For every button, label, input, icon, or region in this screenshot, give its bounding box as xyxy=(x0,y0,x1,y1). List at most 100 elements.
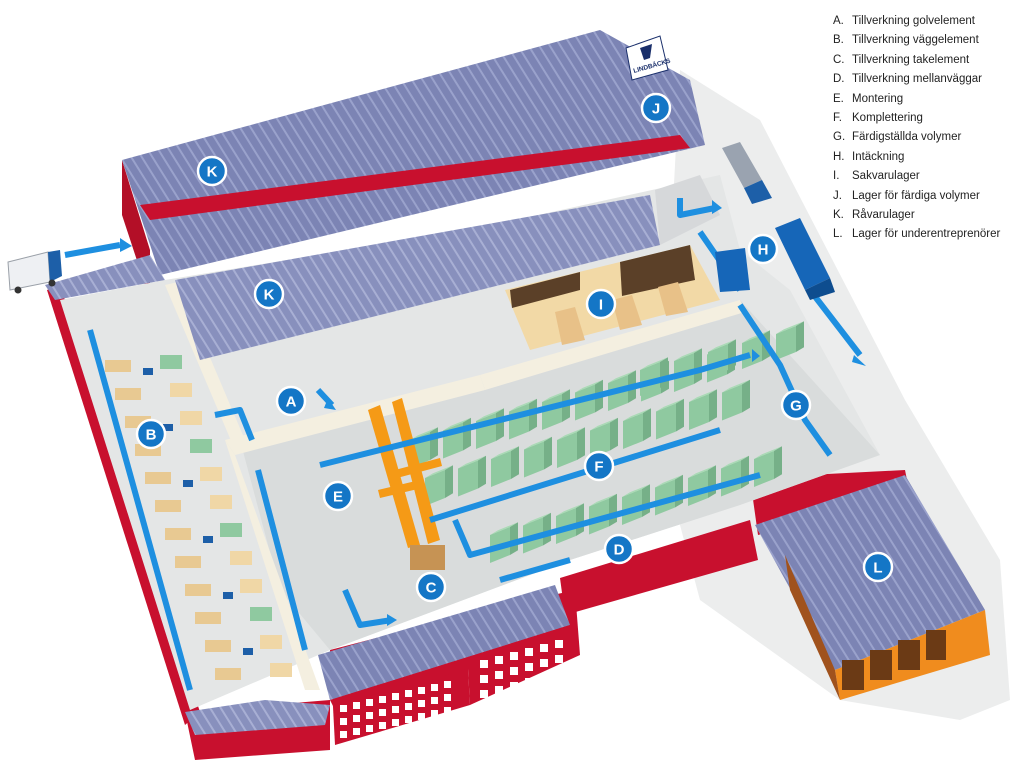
marker-circle xyxy=(585,288,617,320)
wall-element-table xyxy=(160,355,182,369)
volume-module xyxy=(689,389,717,430)
marker-label: L xyxy=(873,560,882,577)
window xyxy=(480,690,488,698)
marker-label: J xyxy=(652,101,660,118)
roof-k-upper xyxy=(122,30,705,275)
legend-key: J. xyxy=(833,189,842,202)
legend-key: A. xyxy=(833,15,844,27)
marker-b: B xyxy=(135,418,167,450)
truck-right-lower xyxy=(715,218,835,300)
window xyxy=(418,713,425,720)
legend-item: L.Lager för underentreprenörer xyxy=(833,225,1000,244)
wall-element-table xyxy=(220,523,242,537)
marker-c: C xyxy=(415,571,447,603)
marker-j: J xyxy=(640,92,672,124)
legend-key: K. xyxy=(833,209,844,222)
window xyxy=(540,659,548,667)
wall-element-table xyxy=(260,635,282,649)
legend-item: A. Tillverkning golvelement xyxy=(833,12,1000,31)
window xyxy=(366,699,373,706)
window xyxy=(353,702,360,709)
window xyxy=(540,674,548,682)
marker-l: L xyxy=(862,551,894,583)
volume-module xyxy=(490,522,518,563)
tool-box xyxy=(183,480,193,487)
volume-module xyxy=(491,446,519,487)
marker-label: I xyxy=(599,297,603,314)
wall-element-table xyxy=(170,383,192,397)
legend-label: Råvarulager xyxy=(852,209,915,222)
window xyxy=(555,670,563,678)
arrow-heads xyxy=(120,200,866,626)
wall-element-table xyxy=(230,551,252,565)
legend-item: F.Komplettering xyxy=(833,109,1000,128)
window xyxy=(353,728,360,735)
tool-box xyxy=(223,592,233,599)
window xyxy=(366,725,373,732)
marker-circle xyxy=(196,155,228,187)
legend-label: Sakvarulager xyxy=(852,170,920,183)
legend-label: Intäckning xyxy=(852,150,905,163)
window xyxy=(525,648,533,656)
marker-label: K xyxy=(207,164,218,181)
legend-label: Komplettering xyxy=(852,112,923,125)
window xyxy=(392,719,399,726)
window xyxy=(555,640,563,648)
marker-a: A xyxy=(275,385,307,417)
tool-box xyxy=(143,368,153,375)
legend-item: J.Lager för färdiga volymer xyxy=(833,187,1000,206)
window xyxy=(495,671,503,679)
wall-element-table xyxy=(155,500,181,512)
window xyxy=(379,709,386,716)
marker-label: E xyxy=(333,489,343,506)
legend-label: Tillverkning golvelement xyxy=(852,15,975,27)
legend-key: B. xyxy=(833,34,844,47)
marker-label: B xyxy=(146,427,157,444)
legend: A. Tillverkning golvelement B. Tillverknin… xyxy=(833,12,1000,245)
volume-module xyxy=(557,427,585,468)
marker-label: H xyxy=(758,242,769,259)
marker-circle xyxy=(583,450,615,482)
legend-label: Färdigställda volymer xyxy=(852,131,962,144)
lindbacks-logo: LINDBÄCKS xyxy=(625,35,672,81)
marker-label: K xyxy=(264,287,275,304)
marker-label: G xyxy=(790,398,802,415)
marker-i: I xyxy=(585,288,617,320)
window xyxy=(392,693,399,700)
window xyxy=(444,694,451,701)
wall-element-table xyxy=(165,528,191,540)
window xyxy=(340,731,347,738)
volume-module xyxy=(722,379,750,421)
legend-label: Tillverkning mellanväggar xyxy=(852,73,982,86)
volume-module xyxy=(776,321,804,360)
wall-element-table xyxy=(210,495,232,509)
window xyxy=(405,703,412,710)
wall-element-table xyxy=(105,360,131,372)
roof-b-wing xyxy=(45,255,165,300)
marker-k: K xyxy=(196,155,228,187)
legend-label: Tillverkning väggelement xyxy=(852,34,979,47)
marker-circle xyxy=(603,533,635,565)
marker-circle xyxy=(640,92,672,124)
legend-item: I.Sakvarulager xyxy=(833,167,1000,186)
wall-element-table xyxy=(250,607,272,621)
marker-g: G xyxy=(780,389,812,421)
legend-key: E. xyxy=(833,92,844,105)
marker-circle xyxy=(135,418,167,450)
volume-module xyxy=(656,398,684,440)
legend-item: K. Råvarulager xyxy=(833,206,1000,225)
window xyxy=(510,652,518,660)
wall-element-table xyxy=(175,556,201,568)
window xyxy=(392,706,399,713)
legend-item: D.Tillverkning mellanväggar xyxy=(833,70,1000,89)
tool-box xyxy=(243,648,253,655)
window xyxy=(555,655,563,663)
truck-left xyxy=(7,250,62,294)
window xyxy=(405,690,412,697)
window xyxy=(444,707,451,714)
l-building-doors xyxy=(842,630,946,690)
wall-element-table xyxy=(270,663,292,677)
wall-element-table xyxy=(200,467,222,481)
window xyxy=(431,684,438,691)
